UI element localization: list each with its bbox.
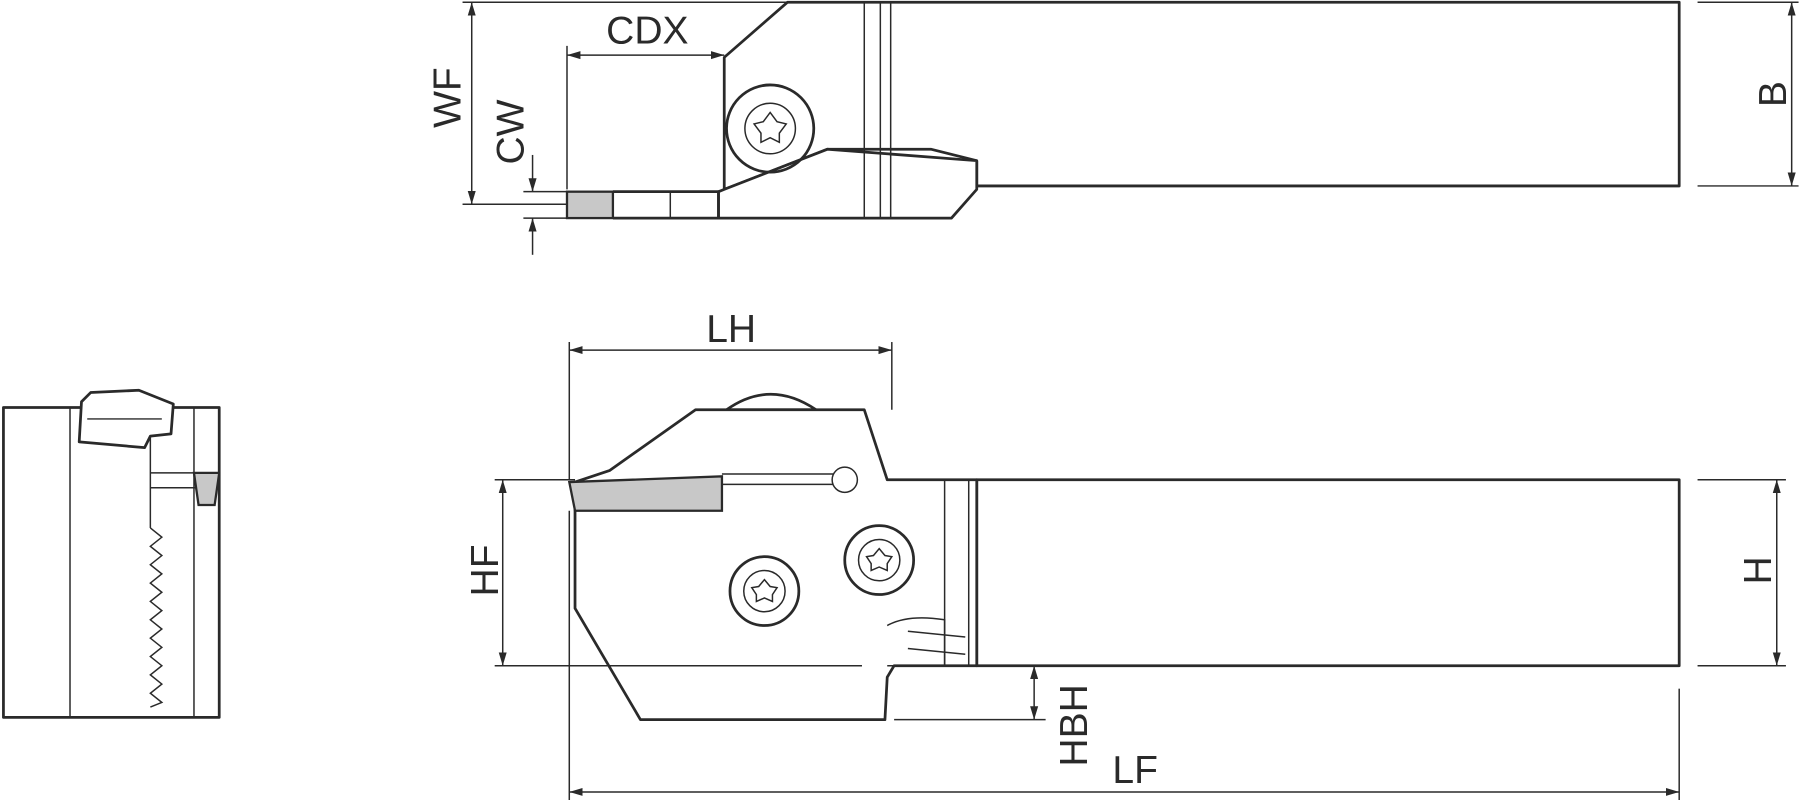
dim-lf: LF [1112, 749, 1158, 792]
dim-hf: HF [464, 544, 507, 596]
dim-cdx: CDX [606, 10, 688, 53]
side-head [573, 408, 979, 722]
dim-h: H [1737, 556, 1780, 584]
top-insert [565, 190, 615, 220]
end-view [2, 388, 221, 719]
dim-cw: CW [489, 99, 532, 164]
side-view: LH HF H HBH LF [464, 308, 1786, 800]
side-shank [975, 478, 1681, 668]
side-top-screw [725, 393, 818, 412]
screw-icon [728, 555, 801, 627]
dim-lh: LH [706, 308, 756, 351]
dim-hbh: HBH [1053, 684, 1096, 766]
top-view: CDX WF CW B [426, 0, 1799, 255]
dim-b: B [1752, 81, 1795, 107]
top-screw-icon [725, 83, 816, 174]
dim-wf: WF [426, 67, 469, 128]
side-insert [567, 475, 724, 512]
screw-icon [843, 524, 916, 596]
